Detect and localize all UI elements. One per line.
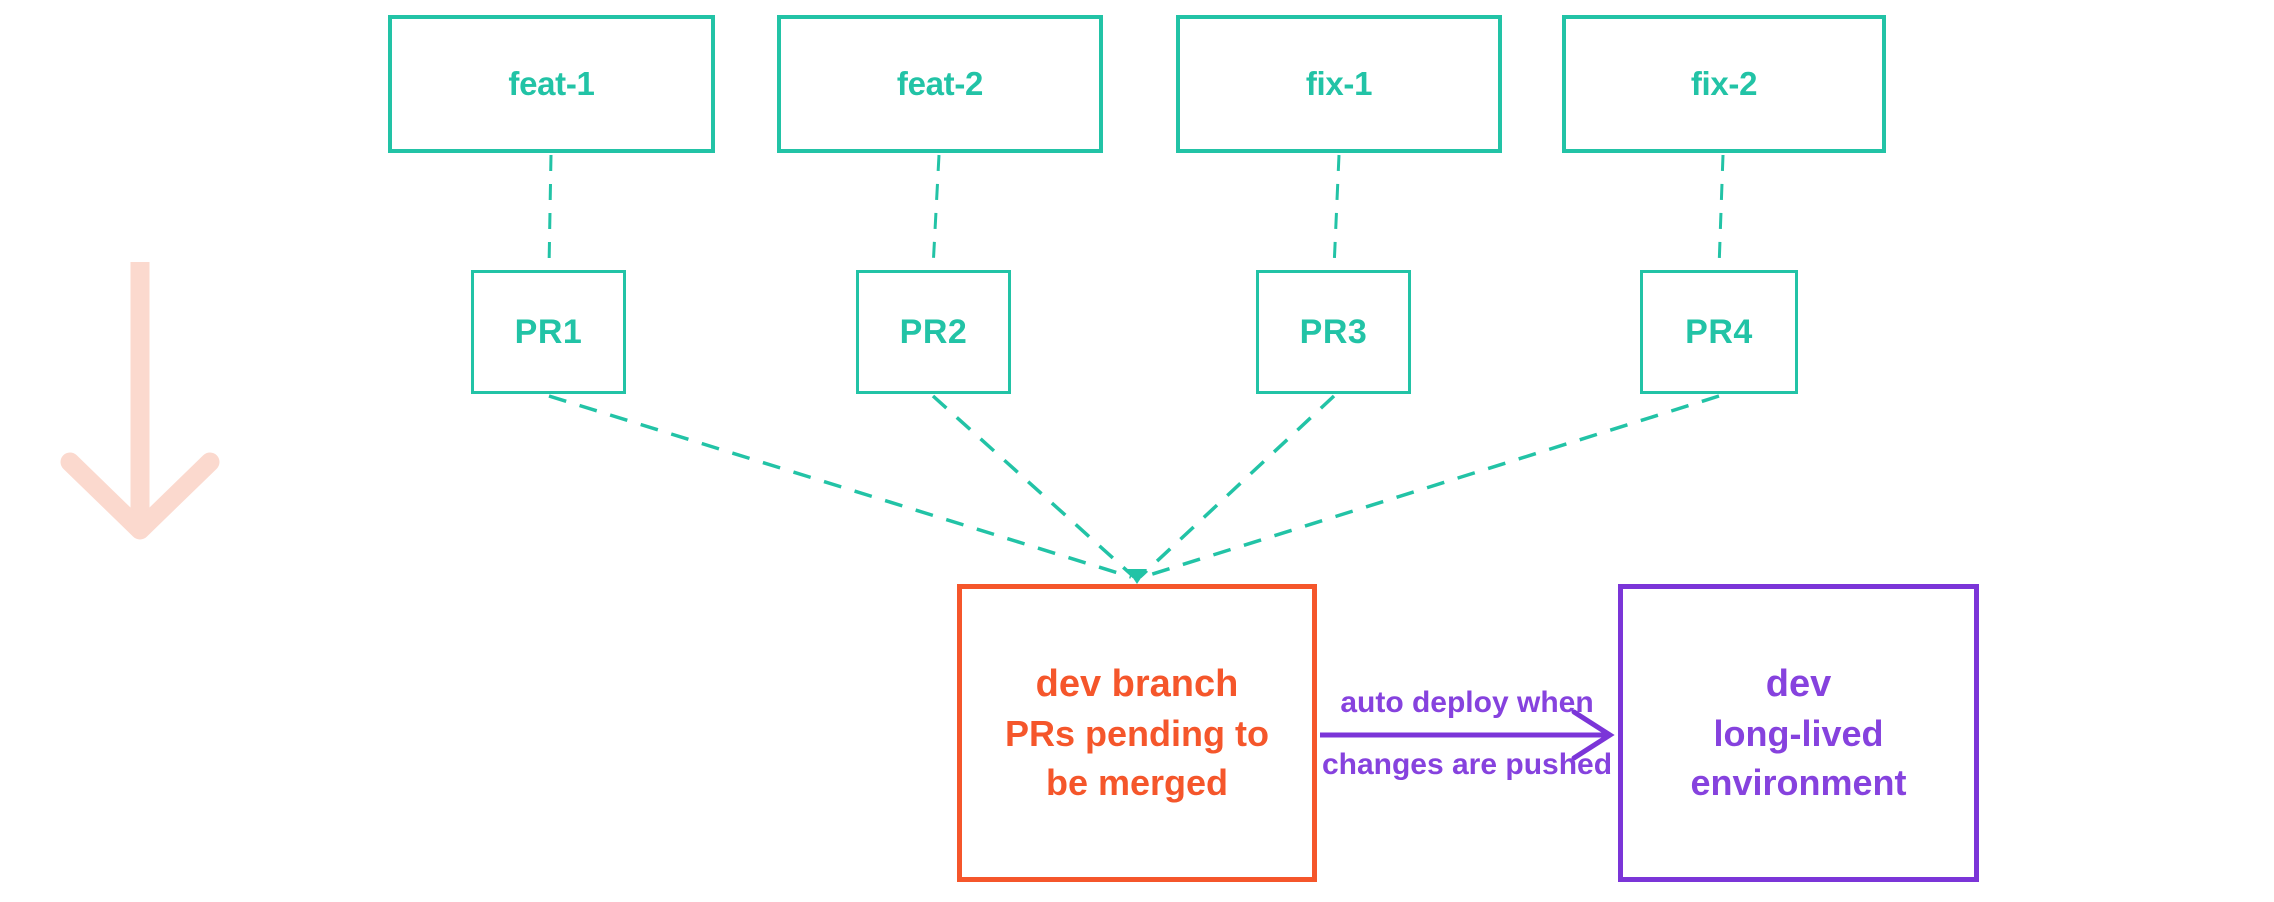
merge-arrowhead-icon [1127, 569, 1147, 584]
flow-direction-down-arrow-icon [60, 262, 220, 540]
pr-box-pr3: PR3 [1256, 270, 1411, 394]
dev-environment-detail-line1: long-lived [1713, 712, 1884, 754]
dev-branch-box: dev branch PRs pending to be merged [957, 584, 1317, 882]
pr2-devbranch-connector [931, 394, 1136, 579]
branch-label: fix-2 [1690, 65, 1758, 102]
deploy-arrow-label-line2: changes are pushed [1321, 748, 1613, 781]
deploy-arrow-icon [1320, 709, 1615, 761]
pr-label: PR2 [899, 312, 968, 351]
pr-box-pr1: PR1 [471, 270, 626, 394]
branch-box-feat-2: feat-2 [777, 15, 1103, 153]
dev-environment-name: dev [1765, 662, 1832, 705]
dev-branch-title: dev branch [1036, 660, 1239, 709]
dev-branch-name-suffix: branch [1101, 662, 1239, 705]
branch-box-feat-1: feat-1 [388, 15, 715, 153]
dev-branch-name: dev [1035, 662, 1102, 705]
branch-box-fix-1: fix-1 [1176, 15, 1502, 153]
dev-environment-box: dev long-lived environment [1618, 584, 1979, 882]
pr-box-pr4: PR4 [1640, 270, 1798, 394]
pr3-devbranch-connector [1138, 394, 1336, 579]
fix1-pr3-connector [1332, 154, 1341, 269]
deploy-arrow-label-line1: auto deploy when [1340, 686, 1594, 719]
branch-label: feat-1 [508, 65, 595, 102]
branch-box-fix-2: fix-2 [1562, 15, 1886, 153]
dev-environment-detail-line2: environment [1690, 761, 1907, 803]
pr-label: PR3 [1299, 312, 1368, 351]
pr-label: PR1 [514, 312, 583, 351]
branch-label: feat-2 [896, 65, 984, 102]
fix2-pr4-connector [1717, 154, 1725, 269]
pr-label: PR4 [1685, 312, 1753, 351]
pr4-devbranch-connector [1142, 394, 1720, 579]
branch-label: fix-1 [1305, 65, 1373, 102]
pr1-devbranch-connector [548, 394, 1132, 579]
feat2-pr2-connector [931, 154, 941, 269]
dev-branch-detail-line1: PRs pending to [1005, 712, 1269, 754]
feat1-pr1-connector [547, 154, 553, 269]
dev-branch-detail-line2: be merged [1045, 761, 1229, 803]
pr-box-pr2: PR2 [856, 270, 1011, 394]
